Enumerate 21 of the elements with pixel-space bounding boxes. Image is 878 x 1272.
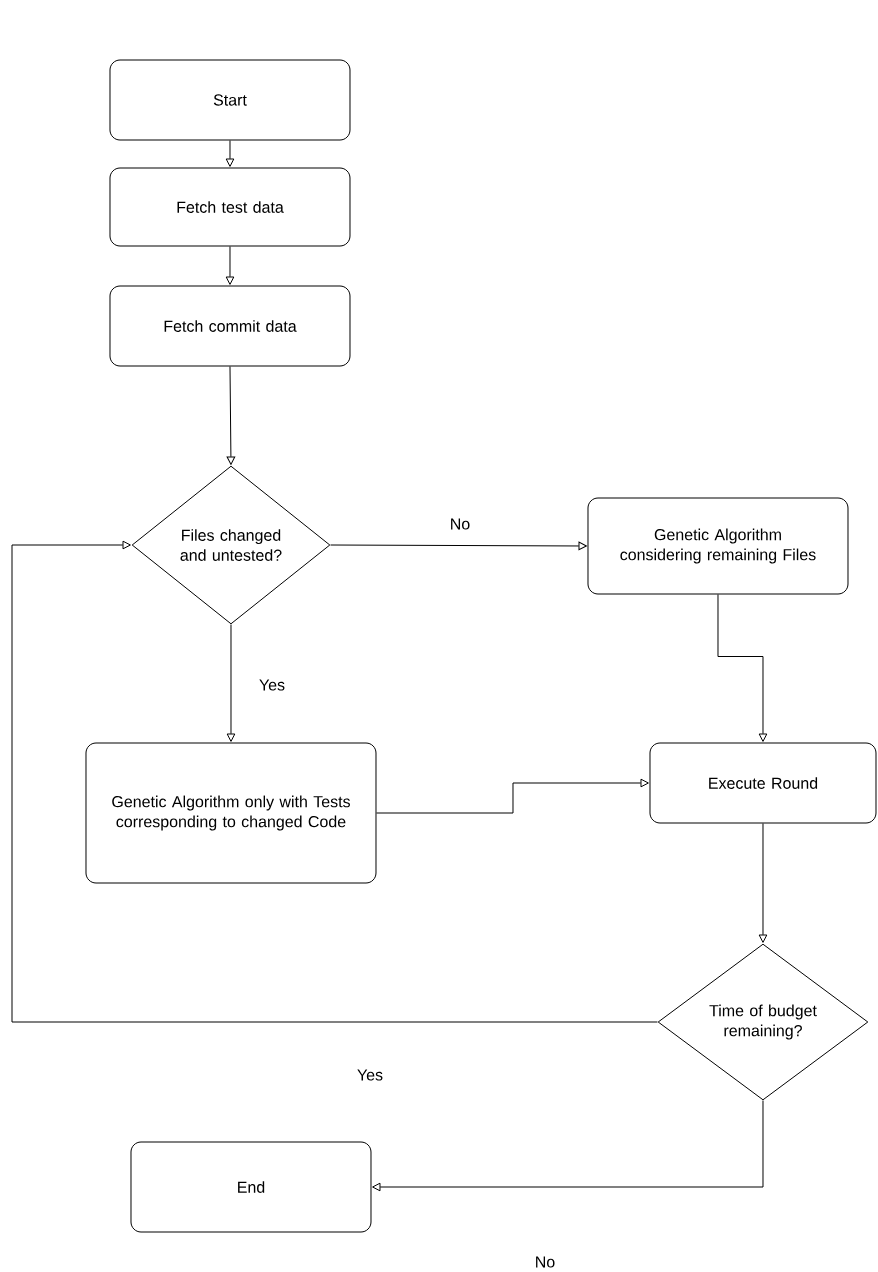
edge-label: No <box>532 1254 558 1270</box>
process-box: Genetic Algorithm considering remaining Files <box>587 497 849 595</box>
arrow <box>372 1100 764 1192</box>
process-box: Execute Round <box>649 742 877 824</box>
terminal-box: Start <box>109 59 351 141</box>
edge-label: Yes <box>256 677 288 693</box>
process-box: Fetch test data <box>109 167 351 247</box>
edge-label: Yes <box>354 1067 386 1083</box>
arrow <box>330 541 587 551</box>
arrow <box>226 624 236 742</box>
terminal-box: End <box>130 1141 372 1233</box>
edge-label: No <box>447 516 473 532</box>
arrow <box>226 366 236 465</box>
arrow <box>11 540 658 1023</box>
arrow <box>758 823 768 943</box>
arrow <box>225 246 235 285</box>
arrow <box>376 778 649 814</box>
process-box: Genetic Algorithm only with Tests corresponding to changed Code <box>85 742 377 884</box>
arrow <box>225 140 235 167</box>
process-box: Fetch commit data <box>109 285 351 367</box>
arrow <box>717 594 768 742</box>
